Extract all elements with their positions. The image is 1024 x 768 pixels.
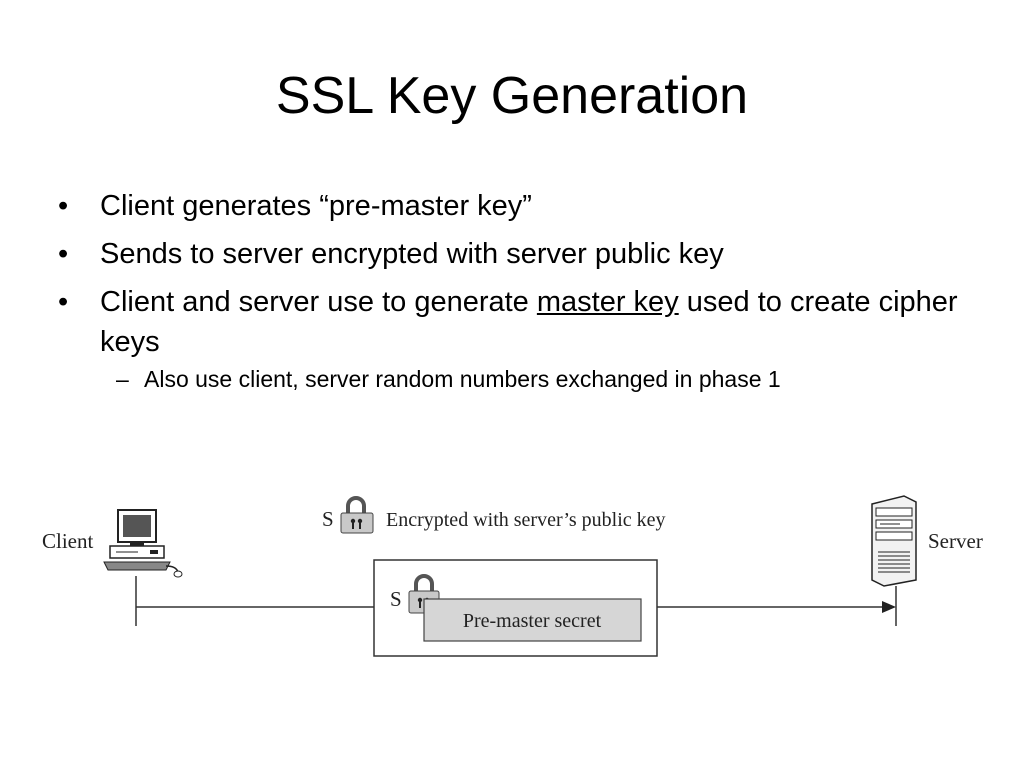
server-label: Server — [928, 529, 983, 553]
padlock-icon — [340, 496, 374, 534]
server-tower-icon — [871, 495, 917, 587]
bullet-item: • Client and server use to generate mast… — [58, 282, 958, 362]
bullet-mark: • — [58, 190, 69, 222]
bullet-text-suffix: used to create cipher keys — [100, 286, 958, 358]
bullet-text-prefix: Client and server use to generate — [100, 286, 537, 318]
bullet-item: • Client generates “pre-master key” — [58, 186, 958, 226]
legend-text: Encrypted with server’s public key — [386, 509, 666, 531]
client-label: Client — [42, 529, 93, 553]
sub-bullet-item: – Also use client, server random numbers… — [58, 364, 958, 394]
bullet-text: Client generates “pre-master key” — [100, 190, 532, 222]
bullet-mark: • — [58, 238, 69, 270]
slide-title: SSL Key Generation — [275, 67, 749, 125]
arrow-head — [882, 601, 896, 613]
pre-master-secret-box — [423, 598, 642, 642]
message-lock-label: S — [390, 587, 402, 611]
master-key-term: master key — [536, 286, 679, 318]
sub-bullet-mark: – — [116, 366, 129, 392]
sub-bullet-text: Also use client, server random numbers e… — [144, 366, 781, 392]
key-exchange-diagram: Client S Encrypted with server’s public … — [42, 495, 983, 657]
bullet-item: • Sends to server encrypted with server … — [58, 234, 958, 274]
bullet-text: Sends to server encrypted with server pu… — [100, 238, 724, 270]
legend-lock-label: S — [322, 507, 334, 531]
pre-master-secret-label: Pre-master secret — [463, 610, 602, 632]
bullet-list: • Client generates “pre-master key” • Se… — [58, 186, 958, 394]
bullet-mark: • — [58, 286, 69, 318]
client-computer-icon — [103, 509, 183, 578]
